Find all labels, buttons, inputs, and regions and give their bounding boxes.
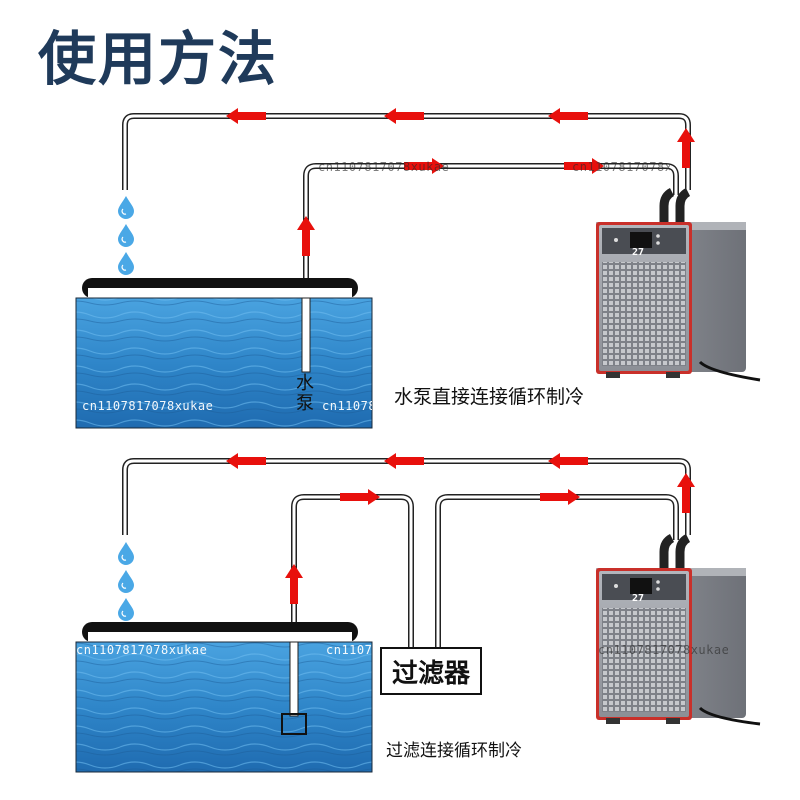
chiller-display-1: 27 bbox=[632, 247, 645, 258]
flow-arrow-right bbox=[340, 489, 380, 505]
submersible-pump bbox=[281, 713, 307, 735]
flow-arrow-left bbox=[226, 108, 266, 124]
flow-arrow-up bbox=[677, 473, 695, 513]
watermark: cn1107817078xukae bbox=[572, 160, 670, 174]
flow-arrow-left bbox=[548, 453, 588, 469]
flow-arrow-up bbox=[297, 216, 315, 256]
filter-label: 过滤器 bbox=[391, 658, 470, 689]
flow-arrow-up bbox=[285, 564, 303, 604]
watermark: cn1107817078xukae bbox=[318, 160, 450, 174]
watermark: cn1107817078xukae bbox=[326, 643, 372, 657]
return-pipe-1 bbox=[122, 113, 691, 190]
aquarium-tank-1 bbox=[75, 278, 373, 429]
watermark: cn1107817078xukae bbox=[82, 399, 214, 413]
flow-arrow-left bbox=[384, 453, 424, 469]
flow-arrow-left bbox=[384, 108, 424, 124]
caption-direct-connection: 水泵直接连接循环制冷 bbox=[394, 386, 585, 408]
filter-box: 过滤器 bbox=[380, 647, 482, 695]
aquarium-tank-2 bbox=[75, 622, 373, 773]
pump-label: 水 泵 bbox=[296, 373, 314, 414]
page-title: 使用方法 bbox=[38, 25, 279, 93]
flow-arrow-up bbox=[677, 128, 695, 168]
water-drop-icon bbox=[117, 597, 135, 622]
caption-filter-connection: 过滤连接循环制冷 bbox=[386, 741, 522, 761]
watermark: cn1107817078xukae bbox=[598, 643, 728, 657]
watermark: cn1107817078xukae bbox=[76, 643, 208, 657]
water-drop-icon bbox=[117, 195, 135, 220]
water-drop-icon bbox=[117, 251, 135, 276]
water-drop-icon bbox=[117, 541, 135, 566]
flow-arrow-left bbox=[548, 108, 588, 124]
watermark: cn1107817078xukae bbox=[322, 399, 372, 413]
flow-arrow-right bbox=[540, 489, 580, 505]
chiller-display-2: 27 bbox=[632, 593, 645, 604]
flow-arrow-left bbox=[226, 453, 266, 469]
water-drop-icon bbox=[117, 569, 135, 594]
water-drop-icon bbox=[117, 223, 135, 248]
chiller-unit-1 bbox=[596, 222, 746, 378]
